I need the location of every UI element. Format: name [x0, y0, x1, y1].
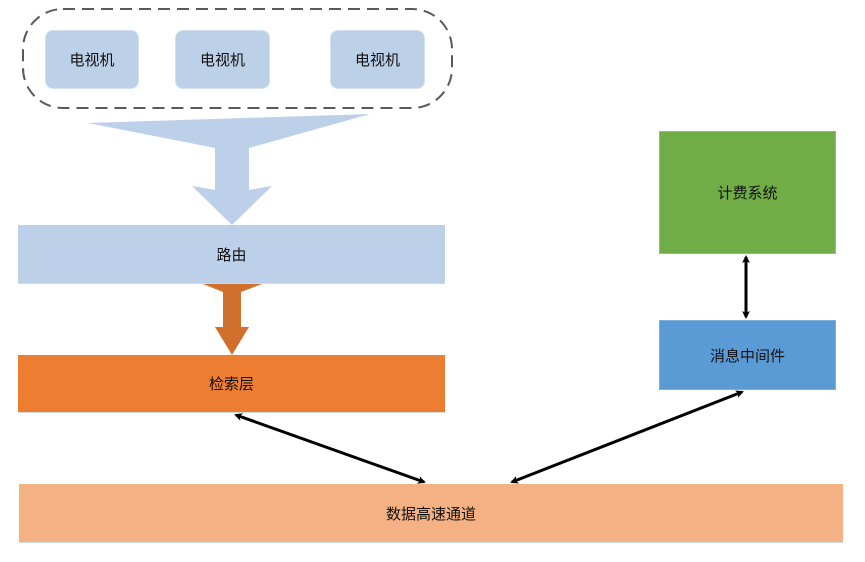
device-label: 电视机 [354, 51, 400, 69]
retrieval-highway-connector [234, 413, 426, 484]
routing-node[interactable]: 路由 [18, 225, 445, 284]
billing-system-label: 计费系统 [717, 184, 778, 202]
billing-system-node[interactable]: 计费系统 [659, 131, 836, 254]
routing-to-retrieval-arrow [203, 284, 262, 355]
data-highway-node[interactable]: 数据高速通道 [19, 484, 843, 543]
device-node-tv-3[interactable]: 电视机 [330, 30, 425, 89]
message-middleware-label: 消息中间件 [709, 346, 785, 365]
retrieval-layer-label: 检索层 [208, 375, 254, 393]
middleware-highway-connector [510, 390, 744, 484]
device-node-tv-1[interactable]: 电视机 [45, 30, 139, 89]
device-label: 电视机 [199, 51, 245, 69]
message-middleware-node[interactable]: 消息中间件 [659, 320, 836, 390]
routing-label: 路由 [216, 245, 247, 264]
device-node-tv-2[interactable]: 电视机 [175, 30, 270, 89]
merge-arrow [88, 114, 370, 225]
device-label: 电视机 [69, 51, 115, 69]
retrieval-layer-node[interactable]: 检索层 [18, 355, 445, 413]
device-group-container [22, 8, 453, 109]
data-highway-label: 数据高速通道 [385, 504, 476, 523]
